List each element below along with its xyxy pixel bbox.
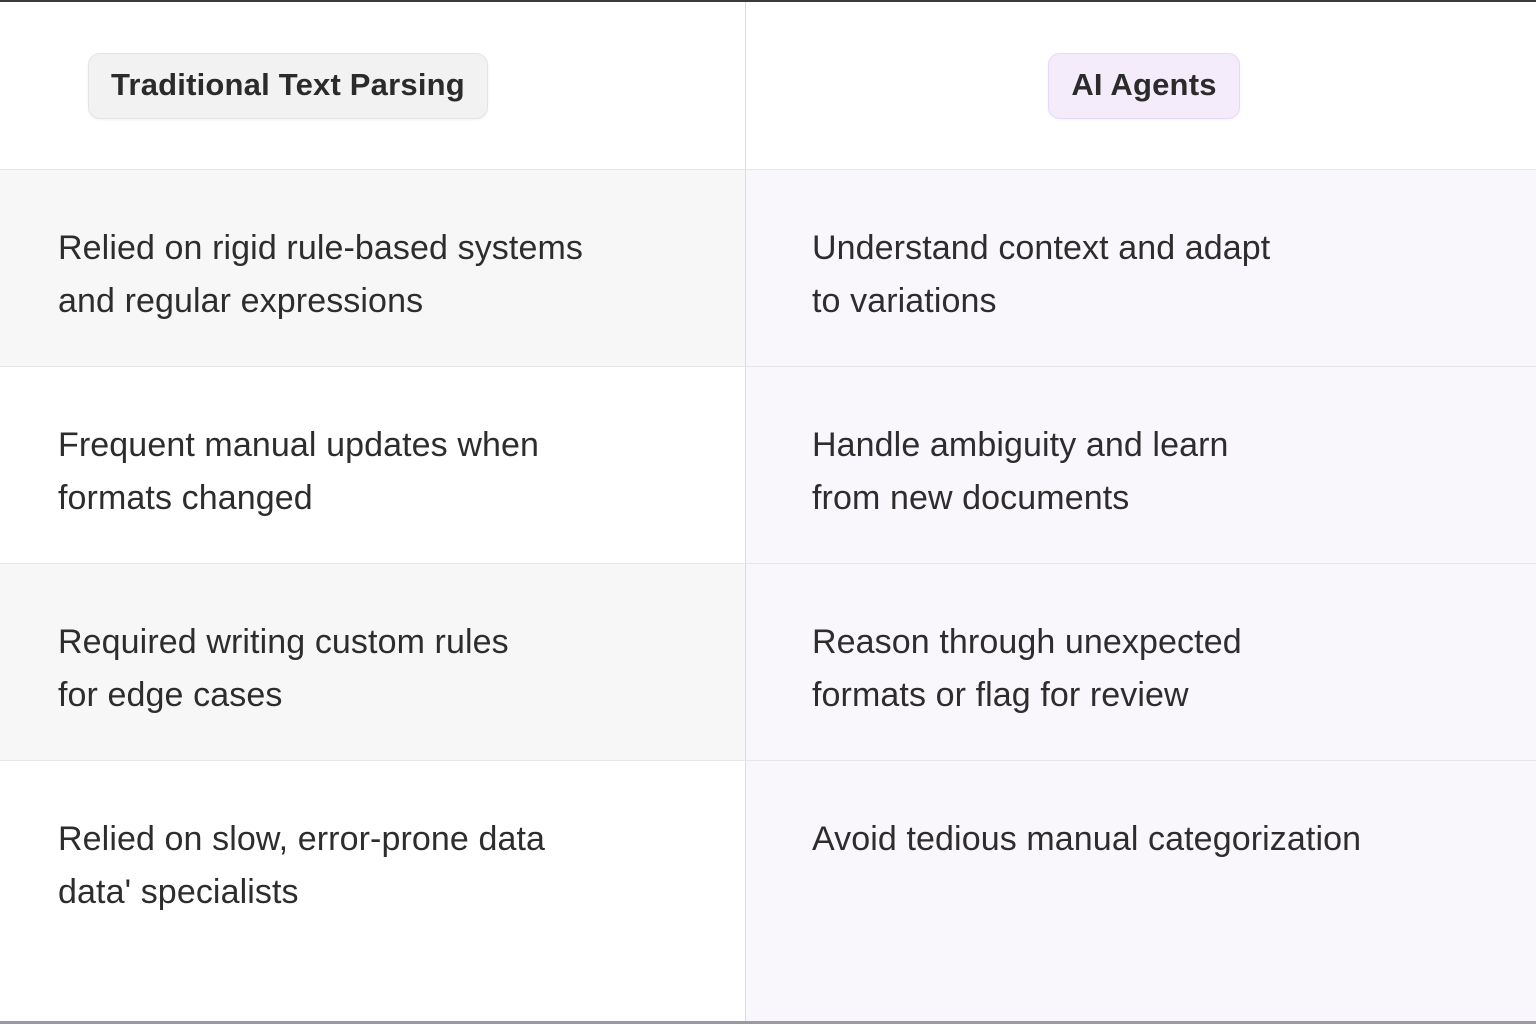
column-header-badge-ai-agents: AI Agents	[1048, 52, 1240, 119]
cell-text: Required writing custom rules for edge c…	[58, 623, 509, 715]
header-cell-traditional: Traditional Text Parsing	[0, 2, 746, 169]
cell-text: Relied on slow, error-prone data data' s…	[58, 820, 546, 912]
table-cell-ai-agents: Reason through unexpected formats or fla…	[746, 564, 1536, 760]
cell-text: Avoid tedious manual categorization	[812, 820, 1362, 858]
table-body: Relied on rigid rule-based systems and r…	[0, 170, 1536, 1021]
table-cell-ai-agents: Avoid tedious manual categorization	[746, 761, 1536, 1021]
cell-text: Reason through unexpected formats or fla…	[812, 623, 1242, 715]
column-header-badge-traditional: Traditional Text Parsing	[88, 52, 488, 119]
table-row: Relied on rigid rule-based systems and r…	[0, 170, 1536, 367]
table-row: Relied on slow, error-prone data data' s…	[0, 761, 1536, 1021]
table-header-row: Traditional Text Parsing AI Agents	[0, 2, 1536, 170]
cell-text: Handle ambiguity and learn from new docu…	[812, 426, 1229, 518]
table-row: Required writing custom rules for edge c…	[0, 564, 1536, 761]
table-cell-traditional: Frequent manual updates when formats cha…	[0, 367, 746, 563]
table-cell-traditional: Relied on slow, error-prone data data' s…	[0, 761, 746, 1021]
table-row: Frequent manual updates when formats cha…	[0, 367, 1536, 564]
table-cell-ai-agents: Understand context and adapt to variatio…	[746, 170, 1536, 366]
cell-text: Understand context and adapt to variatio…	[812, 229, 1271, 321]
header-cell-ai-agents: AI Agents	[746, 2, 1536, 169]
table-cell-ai-agents: Handle ambiguity and learn from new docu…	[746, 367, 1536, 563]
cell-text: Frequent manual updates when formats cha…	[58, 426, 540, 518]
cell-text: Relied on rigid rule-based systems and r…	[58, 229, 583, 321]
table-cell-traditional: Relied on rigid rule-based systems and r…	[0, 170, 746, 366]
table-cell-traditional: Required writing custom rules for edge c…	[0, 564, 746, 760]
